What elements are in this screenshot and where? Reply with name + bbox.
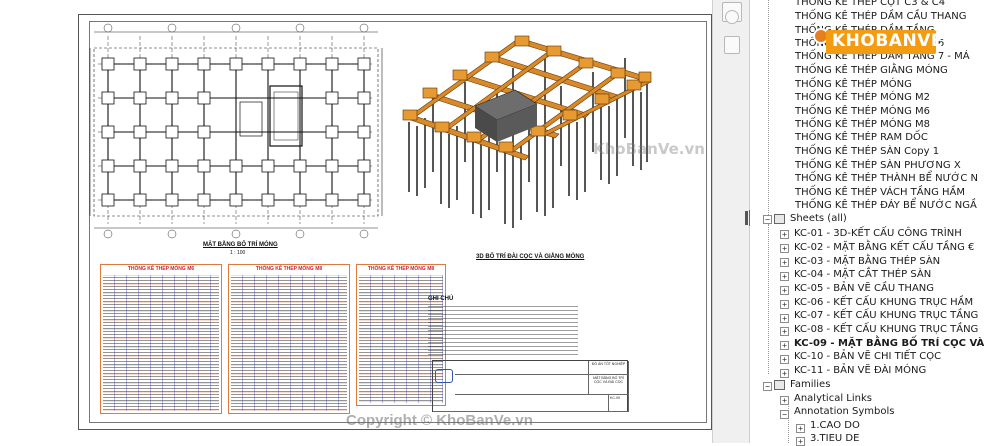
sheets-header[interactable]: Sheets (all) [790,213,847,224]
schedule-item[interactable]: THỐNG KÊ THÉP MÓNG [795,79,912,90]
site-watermark: KhoBanVe.vn [593,140,705,158]
schedule-table-3: THỐNG KÊ THÉP MÓNG M8 [356,264,446,406]
tb-grid-c [433,395,609,412]
sheet-item[interactable]: KC-06 - KẾT CẤU KHUNG TRỤC HẦM [794,297,974,308]
family-type-expand-toggle[interactable]: + [796,424,805,433]
sheet-item[interactable]: KC-05 - BẢN VẼ CẦU THANG [794,283,935,294]
copyright-watermark: Copyright © KhoBanVe.vn [346,412,533,429]
sheet-expand-toggle[interactable]: + [780,286,789,295]
sheet-item[interactable]: KC-11 - BẢN VẼ ĐÀI MÓNG [794,365,927,376]
schedule-item[interactable]: THỐNG KÊ THÉP SÀN PHƯƠNG X [795,160,961,171]
notes-text-lines [428,306,578,358]
schedule-item[interactable]: THỐNG KÊ THÉP THÀNH BỂ NƯỚC N [795,173,978,184]
schedule-item[interactable]: THỐNG KÊ THÉP CỘT C3 & C4 [795,0,946,8]
schedule-item[interactable]: THỐNG KÊ THÉP ĐÁY BỂ NƯỚC NGẦ [795,200,977,211]
sheet-expand-toggle[interactable]: + [780,369,789,378]
family-type-expand-toggle[interactable]: + [796,437,805,446]
sheet-item[interactable]: KC-02 - MẶT BẰNG KẾT CẤU TẦNG € [794,242,975,253]
sheet-expand-toggle[interactable]: + [780,355,789,364]
tree-guide-line [768,224,769,374]
schedule-table-2: THỐNG KÊ THÉP MÓNG M8 [228,264,350,414]
schedule-title-1: THỐNG KÊ THÉP MÓNG M6 [127,266,195,272]
drawing-canvas[interactable]: MẶT BẰNG BỐ TRÍ MÓNG 1 : 100 [0,0,712,443]
schedule-item[interactable]: THỐNG KÊ THÉP DẦM CẦU THANG [795,11,967,22]
family-item[interactable]: Analytical Links [794,393,872,404]
tb-grid-b [455,375,589,395]
family-type-item[interactable]: 1.CAO DO [810,420,860,431]
sheets-folder-icon [774,214,785,224]
family-item[interactable]: Annotation Symbols [794,406,895,417]
tb-sheet-number: KC-09 [609,395,629,412]
schedule-rows-2 [231,275,347,411]
sheet-item[interactable]: KC-08 - KẾT CẤU KHUNG TRỤC TẦNG [794,324,979,335]
tree-guide-line [768,0,769,215]
sheet-expand-toggle[interactable]: + [780,327,789,336]
plan-title: MẶT BẰNG BỐ TRÍ MÓNG [203,242,278,248]
sheet-expand-toggle[interactable]: + [780,314,789,323]
zoom-region-icon[interactable] [724,36,740,54]
schedule-rows-3 [359,275,443,403]
tree-guide-line [788,400,789,443]
sheet-expand-toggle[interactable]: + [780,300,789,309]
sheet-expand-toggle[interactable]: + [780,341,789,350]
schedule-item[interactable]: THỐNG KÊ THÉP MÓNG M2 [795,92,931,103]
schedule-item[interactable]: THỐNG KÊ THÉP GIẰNG MÓNG [795,65,948,76]
schedule-title-3: THỐNG KÊ THÉP MÓNG M8 [367,266,435,272]
sheet-expand-toggle[interactable]: + [780,244,789,253]
isometric-foundation-3d [402,35,652,228]
schedule-table-1: THỐNG KÊ THÉP MÓNG M6 [100,264,222,414]
brand-badge [826,30,936,54]
schedule-item[interactable]: THỐNG KÊ THÉP MÓNG M8 [795,119,931,130]
families-header[interactable]: Families [790,379,831,390]
sheet-expand-toggle[interactable]: + [780,272,789,281]
family-expand-toggle[interactable]: + [780,396,789,405]
tb-sheet-name: MẶT BẰNG BỐ TRÍ CỌC VÀ ĐÀI CỌC [589,375,629,395]
tb-project: ĐỒ ÁN TỐT NGHIỆP [589,361,629,375]
navigation-bar [712,0,752,443]
notes-title: GHI CHÚ [428,296,454,302]
sheet-item[interactable]: KC-01 - 3D-KẾT CẤU CÔNG TRÌNH [794,228,962,239]
sheet-item[interactable]: KC-04 - MẶT CẮT THÉP SÀN [794,269,932,280]
schedule-item[interactable]: THỐNG KÊ THÉP RAM DỐC [795,132,928,143]
plan-scale: 1 : 100 [230,250,246,256]
zoom-icon[interactable] [725,10,739,24]
schedule-item[interactable]: THỐNG KÊ THÉP SÀN Copy 1 [795,146,940,157]
school-logo-icon [435,369,453,383]
sheet-item[interactable]: KC-03 - MẶT BẰNG THÉP SÀN [794,256,941,267]
family-type-item[interactable]: 3.TIEU DE [810,433,860,444]
brand-badge-text: KHOBANVE [832,31,943,51]
schedule-item[interactable]: THỐNG KÊ THÉP VÁCH TẦNG HẦM [795,187,966,198]
schedule-item[interactable]: THỐNG KÊ THÉP MÓNG M6 [795,106,931,117]
schedule-title-2: THỐNG KÊ THÉP MÓNG M8 [255,266,323,272]
sheets-collapse-toggle[interactable]: − [763,215,772,224]
sheet-expand-toggle[interactable]: + [780,258,789,267]
tb-grid-a [455,361,589,375]
foundation-plan [89,23,383,239]
iso-title: 3D BỐ TRÍ ĐÀI CỌC VÀ GIẰNG MÓNG [476,254,585,260]
general-notes: GHI CHÚ [428,296,628,368]
families-collapse-toggle[interactable]: − [763,382,772,391]
sheet-expand-toggle[interactable]: + [780,230,789,239]
sheet-inner-frame [89,21,707,423]
browser-scroll-thumb[interactable] [745,211,748,225]
schedule-item[interactable]: THỐNG KÊ THÉP DẦM TẦNG 7 - MÁ [795,51,970,62]
sheet-item-active[interactable]: KC-09 - MẶT BẰNG BỐ TRÍ CỌC VÀ [794,338,984,349]
sheet-item[interactable]: KC-07 - KẾT CẤU KHUNG TRỤC TẦNG [794,310,979,321]
schedule-rows-1 [103,275,219,411]
family-collapse-toggle[interactable]: − [780,410,789,419]
families-folder-icon [774,380,785,390]
title-block: ĐỒ ÁN TỐT NGHIỆP MẶT BẰNG BỐ TRÍ CỌC VÀ … [432,360,629,412]
sheet-item[interactable]: KC-10 - BẢN VẼ CHI TIẾT CỌC [794,351,942,362]
